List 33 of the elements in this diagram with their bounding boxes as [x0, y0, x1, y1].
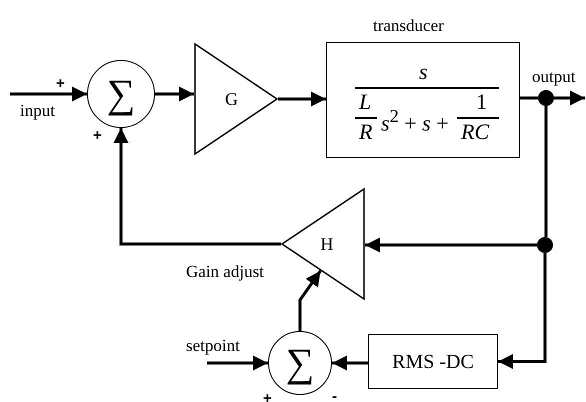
signal-arrow — [332, 356, 368, 370]
sign-label: + — [93, 128, 102, 143]
signal-arrow — [278, 92, 326, 106]
signal-arrow — [10, 86, 87, 102]
signal-arrow — [155, 86, 194, 102]
signal-label: setpoint — [186, 337, 240, 354]
sigma-symbol: ∑ — [286, 343, 314, 383]
signal-arrow — [114, 128, 281, 246]
sign-label: + — [263, 391, 272, 402]
junction-dot — [537, 237, 553, 253]
block-label: RMS -DC — [392, 352, 474, 372]
block-label: H — [320, 235, 334, 253]
formula-term: 1 — [476, 91, 487, 113]
process-box — [368, 334, 498, 389]
signal-arrow — [554, 90, 585, 106]
signal-label: Gain adjust — [186, 263, 264, 280]
sign-label: + — [56, 76, 65, 91]
formula-term: L — [359, 91, 372, 113]
signal-arrow — [498, 253, 546, 369]
formula-term: R — [359, 121, 372, 143]
formula-term: s$^{2}$ + s + — [381, 107, 449, 134]
signal-arrow — [365, 238, 537, 252]
sign-label: - — [332, 389, 337, 402]
signal-label: input — [20, 102, 55, 119]
junction-dot — [538, 90, 554, 106]
formula-term: RC — [461, 121, 490, 143]
formula-term: s — [419, 61, 428, 83]
signal-label: output — [532, 68, 576, 85]
signal-arrow — [298, 270, 322, 331]
block-label: G — [224, 90, 238, 108]
block-title: transducer — [373, 17, 444, 34]
sigma-symbol: ∑ — [106, 74, 136, 114]
signal-arrow — [207, 356, 268, 370]
